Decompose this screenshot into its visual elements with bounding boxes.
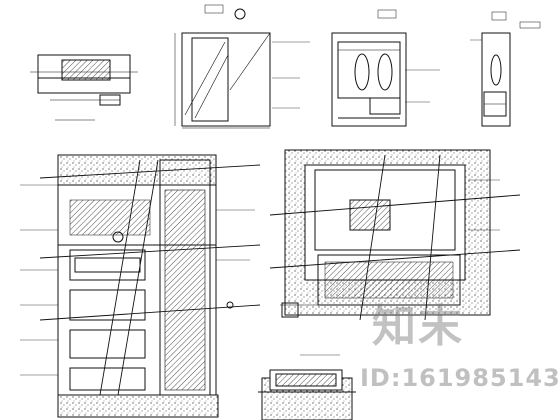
section-left-cabinet — [20, 154, 261, 418]
watermark-logo: 知末 — [372, 301, 464, 352]
elevation-wardrobe — [331, 9, 440, 127]
elevation-glass-cabinet — [174, 4, 310, 129]
detail-small-plan — [30, 54, 138, 121]
watermark-id: ID:161985143 — [360, 364, 560, 392]
section-right-plan — [269, 149, 521, 321]
detail-bottom — [258, 354, 356, 420]
elevation-narrow-wardrobe — [470, 11, 541, 127]
